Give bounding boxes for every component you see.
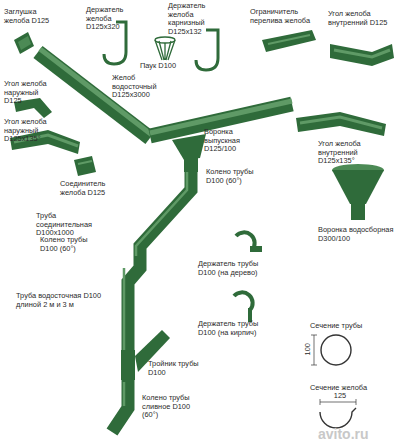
dimension-label: 100 (304, 339, 313, 359)
part-label: Угол желоба наружный D125x135° (4, 118, 68, 144)
pipe-section (311, 335, 351, 365)
overflow-limiter (262, 30, 316, 52)
part-label: Держатель трубы D100 (на кирпич) (198, 320, 268, 337)
drain-knee (112, 380, 128, 432)
pipe-holder (234, 292, 253, 322)
part-label: Держатель трубы D100 (на дерево) (198, 260, 268, 277)
collector-funnel (332, 164, 384, 220)
part-label: Воронка выпускная D125/100 (204, 128, 262, 154)
pipe-holder (236, 232, 262, 252)
part-label: Угол желоба внутренний D125x135° (318, 140, 390, 166)
part-label: Колено трубы сливное D100 (60°) (142, 394, 208, 420)
outlet-funnel (172, 134, 206, 172)
part-label: Колено трубы D100 (60°) (40, 236, 96, 253)
part-label: Угол желоба внутренний D125 (328, 10, 394, 27)
part-label: Паук D100 (140, 62, 180, 71)
part-label: Держатель желоба D125x320 (86, 6, 142, 32)
part-label: Держатель желоба карнизный D125x132 (168, 2, 230, 36)
dimension-label: 125 (330, 392, 350, 401)
spider (155, 37, 175, 60)
part-label: Труба водосточная D100 длиной 2 м и 3 м (16, 292, 112, 309)
part-label: Колено трубы D100 (60°) (206, 168, 262, 185)
inner-corner (330, 44, 394, 66)
gutter-connector (74, 156, 96, 176)
gutter-end-cap (14, 32, 34, 54)
gutter-hook (196, 30, 218, 70)
part-label: Ограничитель перелива желоба (250, 8, 312, 25)
inner-corner (296, 112, 386, 136)
part-label: Угол желоба наружный D125 (4, 80, 54, 106)
part-label: Труба соединительная D100x1000 (36, 212, 108, 238)
part-label: Заглушка желоба D125 (4, 8, 52, 25)
part-label: Желоб водосточный D125x3000 (112, 74, 168, 100)
part-label: Воронка водосборная D300/100 (318, 226, 396, 243)
watermark: avito.ru (318, 426, 398, 442)
part-label: Соединитель желоба D125 (60, 180, 112, 197)
part-label: Тройник трубы D100 (148, 360, 202, 377)
section-title: Сечение трубы (310, 322, 380, 331)
gutter-section (320, 399, 356, 428)
downpipe (124, 172, 191, 352)
